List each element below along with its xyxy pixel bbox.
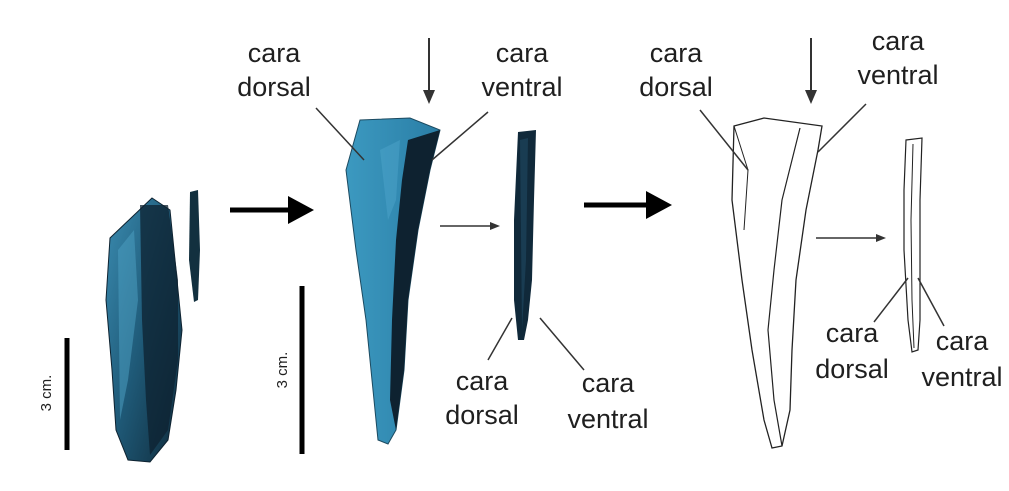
scale-bar-left: 3 cm. (38, 338, 67, 450)
label-cara-dorsal-2: cara dorsal (445, 318, 519, 430)
label-cara-ventral-3: cara ventral (818, 26, 939, 152)
percussion-arrow-1 (423, 38, 435, 104)
svg-text:cara: cara (936, 326, 990, 356)
blade-photo-2 (514, 130, 536, 340)
svg-text:cara: cara (826, 318, 880, 348)
svg-text:ventral: ventral (857, 60, 938, 90)
core-photo (106, 198, 182, 462)
blade-drawing (904, 138, 922, 352)
svg-text:dorsal: dorsal (639, 72, 713, 102)
process-arrow-1 (230, 196, 314, 224)
svg-text:cara: cara (872, 26, 926, 56)
svg-text:cara: cara (456, 366, 510, 396)
label-cara-ventral-4: cara ventral (918, 278, 1003, 392)
label-cara-dorsal-1: cara dorsal (237, 38, 364, 160)
scale-label-middle: 3 cm. (274, 352, 291, 389)
thin-arrow-1 (440, 222, 500, 230)
svg-text:ventral: ventral (481, 72, 562, 102)
svg-text:cara: cara (496, 38, 550, 68)
svg-text:cara: cara (582, 368, 636, 398)
label-cara-ventral-2: cara ventral (540, 318, 649, 434)
flake-photo (346, 118, 440, 444)
process-arrow-2 (584, 191, 672, 219)
scale-bar-middle: 3 cm. (274, 286, 302, 454)
blade-photo-1 (189, 190, 200, 302)
svg-text:dorsal: dorsal (237, 72, 311, 102)
thin-arrow-2 (816, 234, 886, 242)
svg-text:dorsal: dorsal (445, 400, 519, 430)
svg-text:ventral: ventral (921, 362, 1002, 392)
svg-text:ventral: ventral (567, 404, 648, 434)
svg-text:cara: cara (248, 38, 302, 68)
svg-text:cara: cara (650, 38, 704, 68)
label-cara-ventral-1: cara ventral (432, 38, 563, 160)
svg-text:dorsal: dorsal (815, 354, 889, 384)
percussion-arrow-2 (805, 38, 817, 104)
scale-label-left: 3 cm. (38, 375, 55, 412)
label-cara-dorsal-4: cara dorsal (815, 278, 908, 384)
label-cara-dorsal-3: cara dorsal (639, 38, 748, 170)
